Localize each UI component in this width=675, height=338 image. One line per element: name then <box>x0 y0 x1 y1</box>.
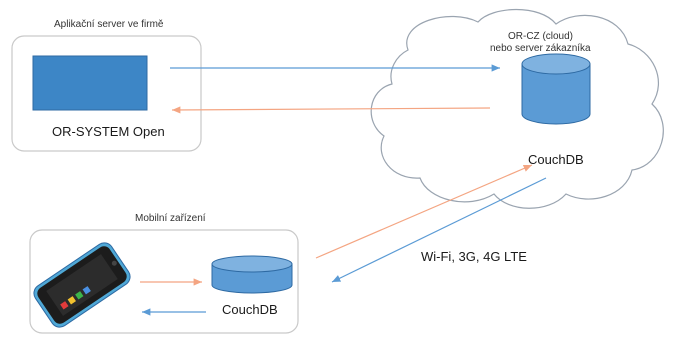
connection-label: Wi-Fi, 3G, 4G LTE <box>421 249 527 264</box>
arrow-mobile-to-cloud <box>315 164 533 259</box>
smartphone-icon <box>33 242 131 328</box>
database-icon <box>521 53 591 125</box>
cloud-db-label: CouchDB <box>528 152 584 167</box>
server-name: OR-SYSTEM Open <box>52 124 165 139</box>
cloud-icon <box>370 8 664 209</box>
server-caption: Aplikační server ve firmě <box>54 19 164 30</box>
arrow-cloud-to-server <box>171 106 491 114</box>
monitor-icon <box>32 55 148 111</box>
mobile-caption: Mobilní zařízení <box>135 213 206 224</box>
cloud-caption-line2: nebo server zákazníka <box>490 43 591 54</box>
database-icon <box>211 255 293 294</box>
arrow-cloud-to-mobile <box>331 177 547 283</box>
cloud-caption-line1: OR-CZ (cloud) <box>508 31 574 42</box>
mobile-db-label: CouchDB <box>222 302 278 317</box>
